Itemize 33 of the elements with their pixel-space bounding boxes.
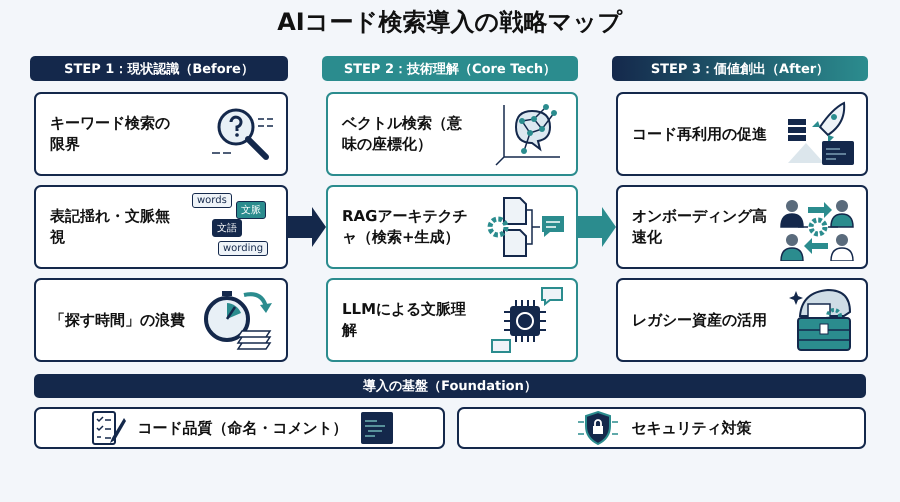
card-label: コード品質（命名・コメント）	[138, 418, 348, 438]
card-label: キーワード検索の限界	[50, 113, 171, 155]
card	[34, 92, 288, 176]
card-label: 「探す時間」の浪費	[50, 310, 185, 330]
card-label: オンボーディング高速化	[632, 206, 768, 248]
card-label: 表記揺れ・文脈無視	[50, 206, 171, 248]
card	[34, 185, 288, 269]
word-tag: 文脈	[236, 201, 266, 219]
card-label: コード再利用の促進	[632, 124, 767, 144]
card	[326, 92, 578, 176]
card-label: セキュリティ対策	[632, 418, 752, 438]
step-header-bar: 導入の基盤（Foundation）	[34, 374, 866, 398]
step-header-bar: STEP 2：技術理解（Core Tech）	[322, 56, 578, 81]
card	[34, 278, 288, 362]
card-label: RAGアーキテクチャ（検索+生成）	[342, 206, 468, 248]
card	[326, 278, 578, 362]
word-tag: words	[192, 193, 232, 208]
block-arrow	[578, 207, 616, 247]
step-header-bar: STEP 3：価値創出（After）	[612, 56, 868, 81]
card	[326, 185, 578, 269]
word-tag: 文語	[212, 219, 242, 237]
step-header-bar: STEP 1：現状認識（Before）	[30, 56, 288, 81]
card-label: レガシー資産の活用	[632, 310, 767, 330]
card	[616, 278, 868, 362]
card	[457, 407, 866, 449]
card	[616, 185, 868, 269]
card	[34, 407, 445, 449]
card	[616, 92, 868, 176]
word-tag: wording	[218, 241, 268, 256]
card-label: ベクトル検索（意味の座標化）	[342, 113, 463, 155]
block-arrow	[288, 207, 326, 247]
diagram-title: AIコード検索導入の戦略マップ	[276, 7, 624, 38]
card-label: LLMによる文脈理解	[342, 299, 468, 341]
